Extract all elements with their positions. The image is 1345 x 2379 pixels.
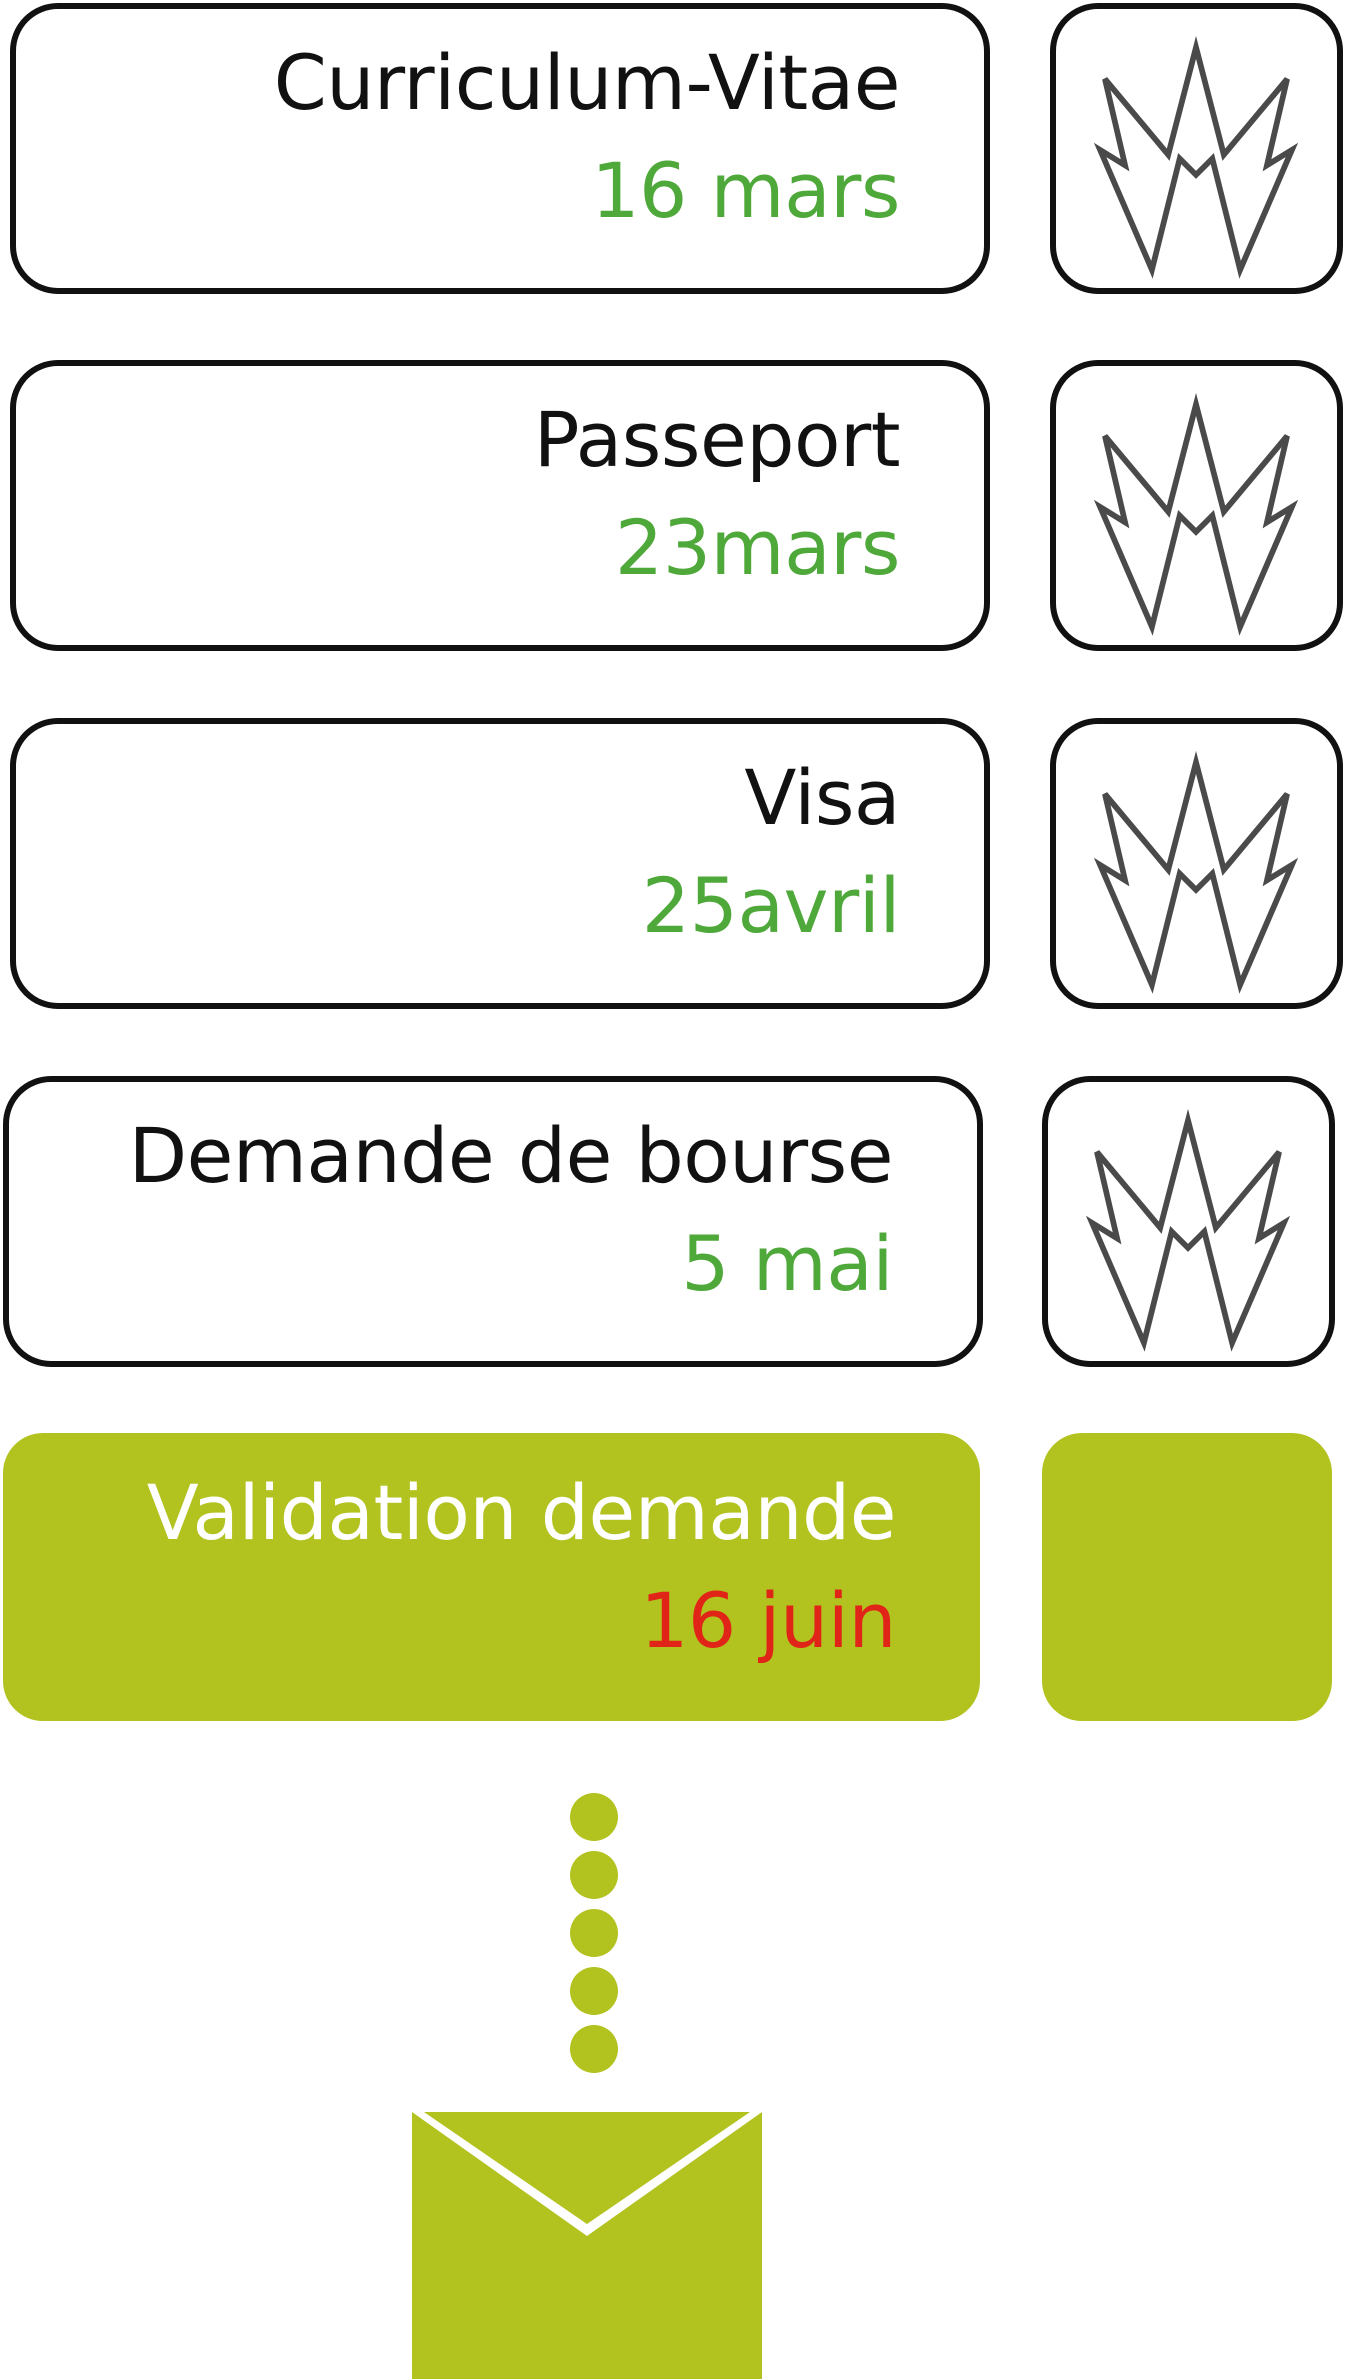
connector-dot — [570, 2025, 618, 2073]
step-date: 5 mai — [681, 1219, 893, 1308]
step-status-box-pending[interactable] — [1042, 1433, 1332, 1721]
connector-dot — [570, 1793, 618, 1841]
envelope-icon — [412, 2112, 762, 2379]
step-title: Passeport — [533, 395, 901, 484]
checkmark-zigzag-icon — [1085, 1108, 1291, 1352]
step-card-current[interactable]: Validation demande 16 juin — [3, 1433, 980, 1721]
connector-dot — [570, 1967, 618, 2015]
dotted-connector-icon — [570, 1793, 618, 2083]
step-card[interactable]: Curriculum-Vitae 16 mars — [10, 3, 990, 294]
connector-dot — [570, 1909, 618, 1957]
step-title: Visa — [744, 753, 900, 842]
step-status-box[interactable] — [1050, 718, 1343, 1009]
step-date: 23mars — [614, 503, 901, 592]
connector-dot — [570, 1851, 618, 1899]
step-status-box[interactable] — [1050, 3, 1343, 294]
step-status-box[interactable] — [1050, 360, 1343, 651]
step-date: 16 mars — [591, 146, 900, 235]
step-card[interactable]: Demande de bourse 5 mai — [3, 1076, 983, 1367]
step-card[interactable]: Visa 25avril — [10, 718, 990, 1009]
checkmark-zigzag-icon — [1093, 392, 1299, 636]
step-date: 16 juin — [640, 1576, 896, 1665]
step-title: Demande de bourse — [128, 1111, 894, 1200]
step-card[interactable]: Passeport 23mars — [10, 360, 990, 651]
step-status-box[interactable] — [1042, 1076, 1335, 1367]
checkmark-zigzag-icon — [1093, 750, 1299, 994]
step-title: Curriculum-Vitae — [273, 38, 901, 127]
checkmark-zigzag-icon — [1093, 35, 1299, 279]
step-title: Validation demande — [146, 1468, 897, 1557]
step-date: 25avril — [641, 861, 901, 950]
